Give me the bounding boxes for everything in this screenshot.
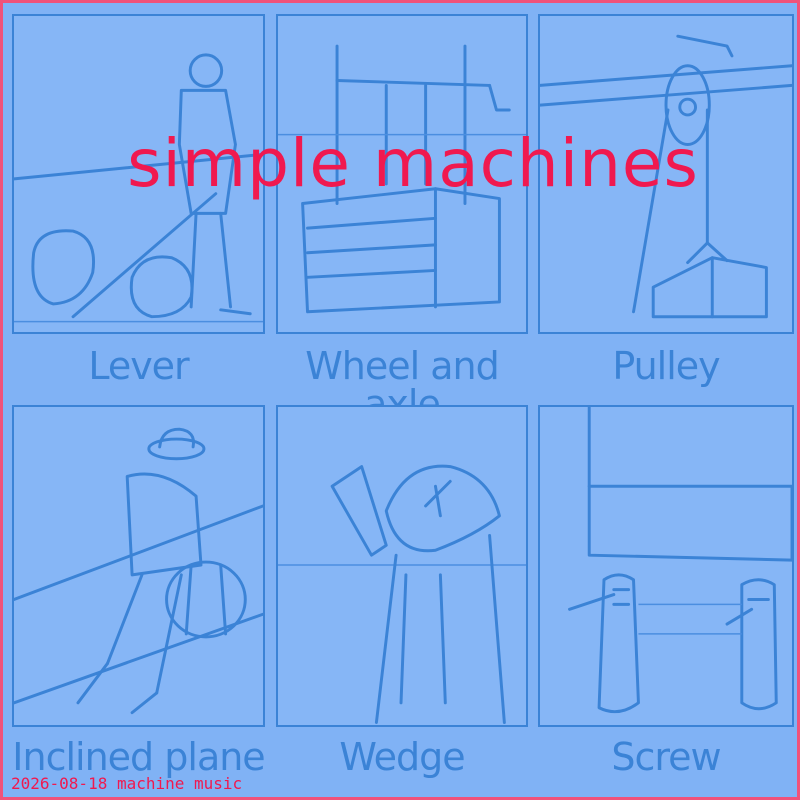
wheel-and-axle-illustration [278,44,526,314]
inclined-plane-illustration [14,427,263,715]
caption-pulley: Pulley [612,344,720,388]
screw-illustration [568,407,792,714]
panel-wheel-and-axle [276,14,528,334]
pulley-illustration [540,34,792,319]
panel-lever [12,14,265,334]
caption-wedge: Wedge [339,735,465,779]
footer-caption: 2026-08-18 machine music [11,774,243,793]
caption-inclined-plane: Inclined plane [12,735,265,779]
panel-screw [538,405,794,727]
panel-inclined-plane [12,405,265,727]
panel-wedge [276,405,528,727]
wedge-illustration [278,464,526,724]
panel-pulley [538,14,794,334]
caption-screw: Screw [611,735,721,779]
poster-title: simple machines [127,125,699,202]
lever-illustration [14,53,263,323]
caption-lever: Lever [88,344,189,388]
